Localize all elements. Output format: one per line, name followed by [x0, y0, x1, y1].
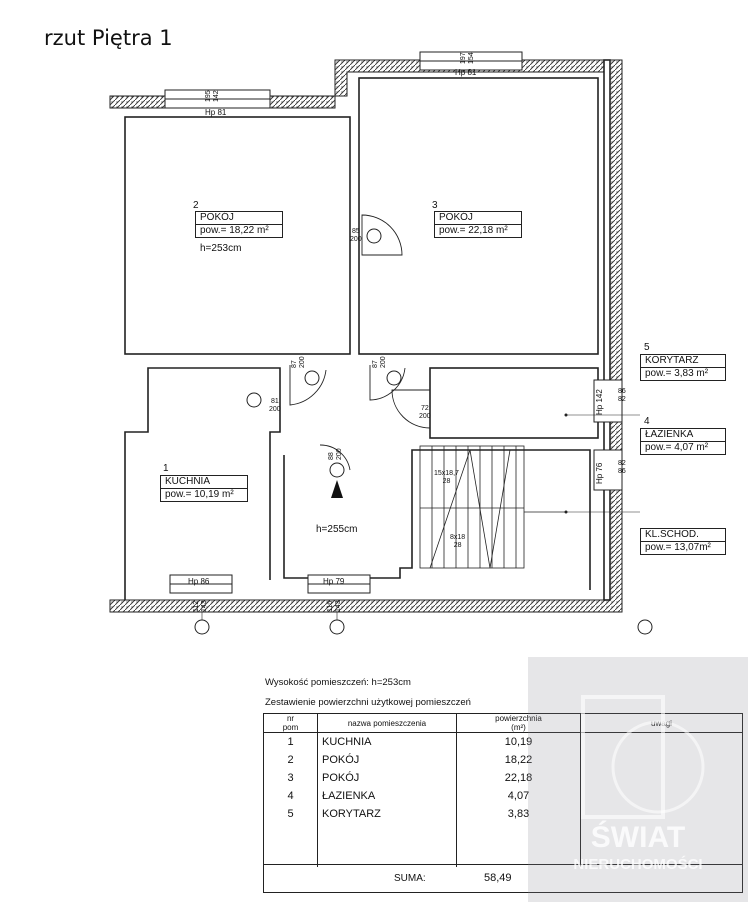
table-row: 1 KUCHNIA 10,19: [264, 732, 742, 751]
room-number-5: 5: [644, 342, 650, 353]
watermark-line1: ŚWIAT: [591, 820, 685, 854]
header-nr: nr pom: [264, 714, 318, 733]
marker-circle: [366, 228, 382, 244]
stairs-upper-label: 15x18,7 28: [434, 470, 459, 485]
room-height-2: h=253cm: [200, 243, 242, 254]
door-dim: 87 200: [291, 356, 306, 368]
window-label: Hp 81: [205, 108, 227, 117]
door-dim: 72 200: [419, 405, 431, 420]
room-number-3: 3: [432, 200, 438, 211]
window-label: Hp 81: [455, 68, 477, 77]
room-label-lazienka: ŁAZIENKA pow.= 4,07 m²: [640, 428, 726, 455]
room-label-pokoj-2: POKÓJ pow.= 18,22 m²: [195, 211, 283, 238]
room-label-pokoj-3: POKÓJ pow.= 22,18 m²: [434, 211, 522, 238]
header-name: nazwa pomieszczenia: [317, 714, 457, 733]
room-number-2: 2: [193, 200, 199, 211]
sum-label: SUMA:: [394, 873, 426, 884]
door-dim: 86 82: [618, 388, 626, 403]
table-sum-row: SUMA: 58,49: [264, 864, 742, 892]
table-row: 5 KORYTARZ 3,83: [264, 805, 742, 823]
room-number-4: 4: [644, 416, 650, 427]
floor-plan: [109, 51, 653, 635]
height-info: Wysokość pomieszczeń: h=253cm: [265, 677, 411, 688]
area-list-title: Zestawienie powierzchni użytkowej pomies…: [265, 697, 471, 708]
room-label-korytarz: KORYTARZ pow.= 3,83 m²: [640, 354, 726, 381]
window-dim: 197 154: [460, 52, 475, 64]
hall-height: h=255cm: [316, 524, 358, 535]
stair-arrow-icon: [331, 480, 343, 498]
watermark-logo: ŚWIAT NIERUCHOMOŚCI: [528, 657, 748, 902]
table-row: 2 POKÓJ 18,22: [264, 751, 742, 769]
room-outline-2: [124, 116, 351, 355]
room-label-klatka-schodowa: KL.SCHOD. pow.= 13,07m²: [640, 528, 726, 555]
window-label: Hp 142: [595, 389, 604, 415]
window-label: Hp 86: [188, 577, 210, 586]
watermark-line2: NIERUCHOMOŚCI: [573, 855, 702, 873]
window-dim: 116 143: [327, 600, 342, 612]
area-table: nr pom nazwa pomieszczenia powierzchnia …: [263, 713, 743, 893]
door-dim: 87 200: [372, 356, 387, 368]
exterior-wall: [109, 59, 623, 613]
header-area: powierzchnia (m²): [456, 714, 581, 733]
table-header: nr pom nazwa pomieszczenia powierzchnia …: [264, 714, 742, 733]
door-swings: [289, 214, 431, 471]
room-number-1: 1: [163, 463, 169, 474]
staircase: [419, 445, 566, 569]
door-dim: 88 200: [328, 448, 343, 460]
door-dim: 85 200: [350, 228, 362, 243]
room-outline-3: [358, 77, 599, 355]
sum-value: 58,49: [484, 872, 512, 884]
door-dim: 81 200: [269, 398, 281, 413]
table-row: 4 ŁAZIENKA 4,07: [264, 787, 742, 805]
watermark-building-icon: ŚWIAT NIERUCHOMOŚCI: [573, 695, 705, 873]
room-label-kuchnia: KUCHNIA pow.= 10,19 m²: [160, 475, 248, 502]
door-dim: 82 86: [618, 460, 626, 475]
stairs-lower-label: 8x18 28: [450, 534, 466, 549]
table-row: 3 POKÓJ 22,18: [264, 769, 742, 787]
window-label: Hp 76: [595, 462, 604, 484]
window-label: Hp 79: [323, 577, 345, 586]
page-title: rzut Piętra 1: [44, 26, 173, 50]
window-dim: 112 143: [193, 600, 208, 612]
window-dim: 195 142: [205, 90, 220, 102]
